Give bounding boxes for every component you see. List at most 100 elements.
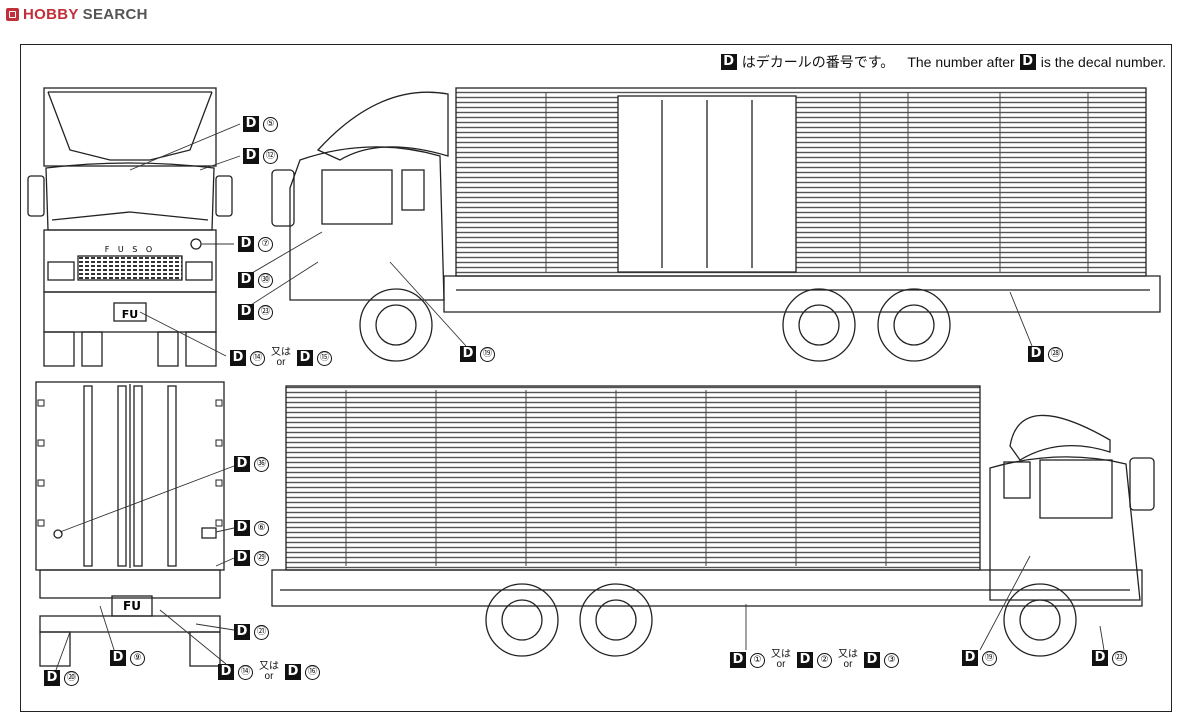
front-view bbox=[27, 87, 233, 367]
logo-icon bbox=[6, 8, 19, 21]
decal-number: ⑦ bbox=[258, 236, 273, 252]
decal-icon: D bbox=[720, 54, 737, 70]
front-right-lamp bbox=[185, 261, 213, 281]
decal-number: ⑭ bbox=[250, 350, 265, 366]
decal-number: ⑤ bbox=[263, 116, 278, 132]
note-en-after: is the decal number. bbox=[1040, 54, 1166, 70]
decal-number: ⑳ bbox=[64, 670, 79, 686]
decal-icon: D bbox=[110, 650, 126, 666]
decal-number: ㊱ bbox=[254, 456, 269, 472]
decal-icon: D bbox=[1092, 650, 1108, 666]
top-rear-wheel-1 bbox=[782, 288, 856, 362]
rear-decal-36-spot bbox=[53, 529, 63, 539]
rear-underbody bbox=[39, 569, 221, 599]
decal-icon: D bbox=[238, 236, 254, 252]
top-cab-window bbox=[321, 169, 393, 225]
front-grille bbox=[77, 255, 183, 281]
front-box-top bbox=[43, 87, 217, 167]
decal-number: ㉓ bbox=[258, 304, 273, 320]
front-emblem-2 bbox=[190, 238, 202, 250]
decal-icon: D bbox=[234, 520, 250, 536]
rear-right-tire bbox=[189, 631, 221, 667]
decal-icon: D bbox=[797, 652, 813, 668]
decal-icon: D bbox=[230, 350, 246, 366]
front-right-tire bbox=[185, 331, 217, 367]
rear-bumper bbox=[39, 615, 221, 633]
front-plate bbox=[113, 302, 147, 322]
decal-icon: D bbox=[234, 624, 250, 640]
front-plate-text: FU bbox=[122, 308, 138, 321]
front-brand-text: F U S O bbox=[105, 245, 155, 254]
top-cargo-box bbox=[455, 87, 1147, 277]
decal-number: ㉘ bbox=[1048, 346, 1063, 362]
decal-icon: D bbox=[730, 652, 746, 668]
decal-icon: D bbox=[864, 652, 880, 668]
decal-number: ⑲ bbox=[982, 650, 997, 666]
front-windshield bbox=[45, 162, 215, 231]
bottom-mirror bbox=[1129, 457, 1155, 511]
logo-brand: HOBBY bbox=[23, 6, 79, 23]
top-cab bbox=[289, 146, 445, 301]
front-left-lamp bbox=[47, 261, 75, 281]
decal-number: ⑨ bbox=[130, 650, 145, 666]
logo-search-word: SEARCH bbox=[82, 6, 148, 23]
decal-number: ㉑ bbox=[254, 624, 269, 640]
decal-icon: D bbox=[285, 664, 301, 680]
top-roof-spoiler bbox=[316, 91, 449, 161]
bottom-rear-wheel-1 bbox=[485, 583, 559, 657]
rear-plate-text: FU bbox=[123, 599, 141, 613]
top-front-wheel bbox=[359, 288, 433, 362]
front-right-mirror bbox=[215, 175, 233, 217]
front-left-mirror bbox=[27, 175, 45, 217]
front-left-tire bbox=[43, 331, 75, 367]
top-rear-wheel-2 bbox=[877, 288, 951, 362]
top-chassis bbox=[443, 275, 1161, 313]
decal-icon: D bbox=[243, 148, 259, 164]
decal-icon: D bbox=[238, 272, 254, 288]
site-header: HOBBY SEARCH bbox=[0, 0, 1200, 30]
decal-number: ㉙ bbox=[254, 550, 269, 566]
top-mirror bbox=[271, 169, 295, 227]
decal-number: ⑮ bbox=[317, 350, 332, 366]
decal-number: ⑫ bbox=[263, 148, 278, 164]
front-spoiler bbox=[47, 91, 213, 161]
decal-icon: D bbox=[234, 456, 250, 472]
decal-icon: D bbox=[460, 346, 476, 362]
bottom-cargo-box bbox=[285, 385, 981, 571]
front-bumper bbox=[43, 291, 217, 333]
side-view-top bbox=[271, 87, 1161, 362]
bottom-cab-window bbox=[1039, 459, 1113, 519]
bottom-rear-wheel-2 bbox=[579, 583, 653, 657]
diagram-frame bbox=[20, 44, 1172, 712]
decal-number: ⑯ bbox=[305, 664, 320, 680]
decal-number: ㉓ bbox=[1112, 650, 1127, 666]
decal-icon: D bbox=[44, 670, 60, 686]
bottom-roof-spoiler bbox=[1009, 414, 1111, 461]
decal-icon-2: D bbox=[1019, 54, 1036, 70]
decal-icon: D bbox=[243, 116, 259, 132]
decal-number: ⑲ bbox=[480, 346, 495, 362]
decal-icon: D bbox=[234, 550, 250, 566]
hobby-search-logo[interactable]: HOBBY SEARCH bbox=[6, 6, 148, 23]
leader-lines bbox=[55, 123, 1105, 671]
note-jp: はデカールの番号です。 bbox=[741, 54, 895, 70]
decal-icon: D bbox=[238, 304, 254, 320]
rear-left-tire bbox=[39, 631, 71, 667]
